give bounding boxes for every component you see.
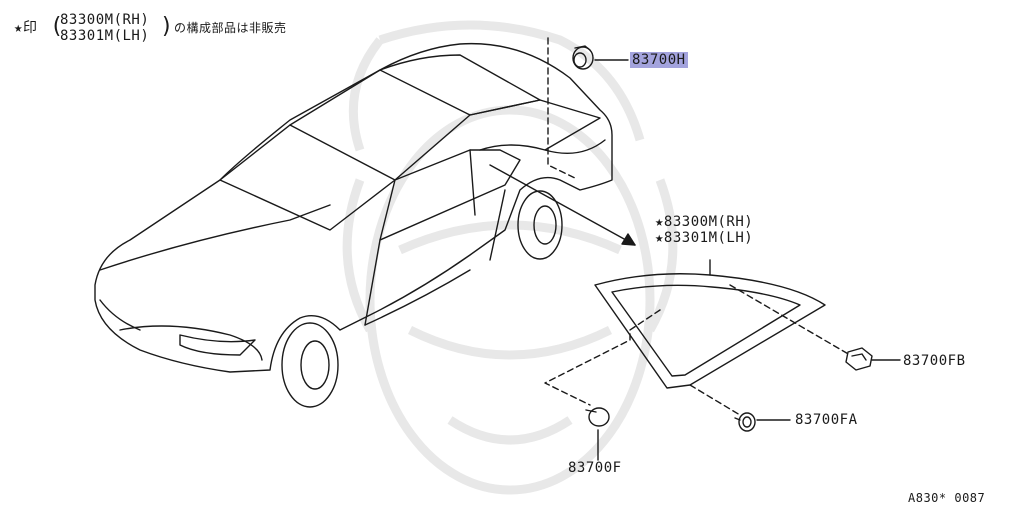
header-note: ★印 bbox=[14, 20, 37, 36]
leader-grommet bbox=[547, 37, 576, 179]
callout-83700h: 83700H bbox=[630, 52, 688, 68]
header-suffix: の構成部品は非販売 bbox=[174, 21, 287, 35]
leader-fastener-f bbox=[544, 309, 661, 406]
leader-fastener-fa bbox=[689, 384, 741, 416]
clip-83700fb-part bbox=[845, 347, 901, 371]
car-illustration bbox=[94, 42, 613, 408]
leader-clip-fb bbox=[729, 284, 851, 356]
callout-83300m-rh: ★83300M(RH) bbox=[655, 214, 754, 230]
callout-83700fb: 83700FB bbox=[903, 353, 966, 369]
close-paren: ) bbox=[160, 14, 174, 39]
highlight-83700h: 83700H bbox=[630, 52, 688, 68]
callout-83301m-lh: ★83301M(LH) bbox=[655, 230, 754, 246]
figure-code: A830* 0087 bbox=[908, 491, 986, 505]
open-paren: ( bbox=[50, 14, 64, 39]
header-part-rh: 83300M(RH) bbox=[60, 12, 150, 28]
callout-83700f: 83700F bbox=[568, 460, 622, 476]
header-prefix: 印 bbox=[22, 20, 38, 36]
fastener-83700fa-part bbox=[734, 412, 791, 432]
callout-83700fa: 83700FA bbox=[795, 412, 858, 428]
fastener-83700f-part bbox=[585, 407, 610, 461]
star-mark: ★ bbox=[14, 20, 23, 36]
quarter-glass-part bbox=[594, 259, 826, 389]
direction-arrow bbox=[489, 164, 636, 246]
watermark-emblem bbox=[342, 20, 678, 495]
header-part-lh: 83301M(LH) bbox=[60, 28, 150, 44]
grommet-83700h-part bbox=[572, 45, 629, 70]
